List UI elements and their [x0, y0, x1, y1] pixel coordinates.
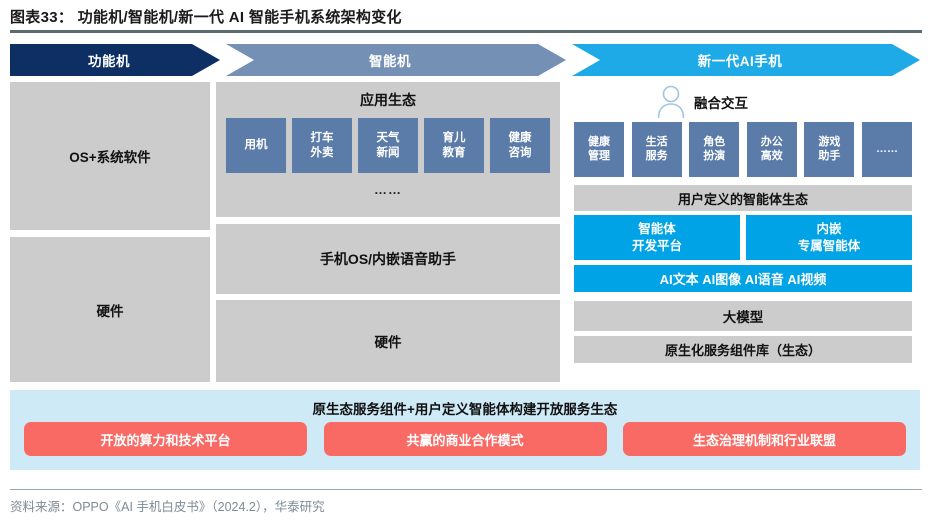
open-ecosystem-pill-row: 开放的算力和技术平台 共赢的商业合作模式 生态治理机制和行业联盟: [24, 422, 906, 456]
stage-label-feature-phone: 功能机: [88, 54, 130, 69]
source-note: 资料来源：OPPO《AI 手机白皮书》（2024.2），华泰研究: [10, 500, 325, 514]
app-ecosystem-ellipsis: ……: [374, 182, 402, 197]
fusion-interaction-group: 融合交互: [656, 82, 748, 122]
ai-capability-layer: AI文本 AI图像 AI语音 AI视频: [574, 265, 912, 292]
app-tile: 天气 新闻: [358, 118, 418, 173]
agent-tile-row: 健康 管理 生活 服务 角色 扮演 办公 高效 游戏 助手: [574, 122, 912, 177]
app-tile-line1: 用机: [244, 139, 268, 152]
column-smart-phone: 应用生态 用机 打车 外卖 天气 新闻 育儿: [216, 82, 560, 382]
agent-tile-line2: 管理: [588, 149, 610, 162]
native-component-layer: 原生化服务组件库（生态）: [574, 336, 912, 363]
ecosystem-pill: 生态治理机制和行业联盟: [623, 422, 906, 456]
agent-tile: 健康 管理: [574, 122, 624, 177]
feature-hardware-block: 硬件: [10, 237, 210, 382]
agent-dev-platform-line1: 智能体: [638, 222, 676, 237]
agent-tile-line1: 办公: [760, 135, 783, 148]
agent-tile-line1: 生活: [645, 135, 668, 148]
agent-tile-line1: 游戏: [818, 135, 841, 148]
stage-chevron-ai-phone: 新一代AI手机: [572, 44, 920, 76]
app-tile-line2: 教育: [442, 146, 466, 159]
stage-banner: 功能机 智能机 新一代AI手机: [10, 44, 920, 76]
app-ecosystem-panel: 应用生态 用机 打车 外卖 天气 新闻 育儿: [216, 82, 560, 217]
footer-divider: [10, 489, 922, 490]
agent-dev-platform-line2: 开发平台: [631, 238, 682, 253]
agent-tile-line2: 高效: [760, 149, 783, 162]
app-tile-line1: 育儿: [442, 132, 466, 145]
agent-tile-line2: 扮演: [703, 149, 726, 162]
agent-tile-line2: 助手: [818, 149, 841, 162]
agent-tile-line1: 角色: [703, 135, 726, 148]
architecture-columns: OS+系统软件 硬件 应用生态 用机 打车 外卖 天气: [10, 82, 920, 382]
open-ecosystem-panel: 原生态服务组件+用户定义智能体构建开放服务生态 开放的算力和技术平台 共赢的商业…: [10, 390, 920, 470]
app-tile-line1: 健康: [508, 132, 532, 145]
agent-dev-platform-block: 智能体 开发平台: [574, 215, 740, 260]
app-tile-line2: 咨询: [508, 146, 532, 159]
page-title: 图表33： 功能机/智能机/新一代 AI 智能手机系统架构变化: [10, 8, 402, 26]
open-ecosystem-header: 原生态服务组件+用户定义智能体构建开放服务生态: [312, 402, 618, 417]
agent-tile-line1: 健康: [588, 135, 610, 148]
agent-tile-line2: 服务: [645, 149, 668, 162]
app-tile: 育儿 教育: [424, 118, 484, 173]
smart-os-block: 手机OS/内嵌语音助手: [216, 224, 560, 294]
agent-tile-more: ……: [861, 122, 912, 177]
stage-chevron-smart-phone: 智能机: [226, 44, 566, 76]
smart-hardware-block: 硬件: [216, 300, 560, 382]
app-tile-line2: 外卖: [310, 146, 334, 159]
embedded-agent-line2: 专属智能体: [797, 238, 861, 253]
agent-tile: 角色 扮演: [689, 122, 740, 177]
title-divider: [10, 30, 922, 33]
app-tile-line1: 打车: [310, 132, 334, 145]
app-tile-line2: 新闻: [376, 146, 400, 159]
person-icon: [657, 85, 685, 119]
ecosystem-pill: 开放的算力和技术平台: [24, 422, 307, 456]
stage-label-ai-phone: 新一代AI手机: [697, 54, 783, 69]
app-tile-line1: 天气: [376, 132, 400, 145]
column-ai-phone: 融合交互 健康 管理 生活 服务 角色 扮演 办公 高效: [566, 82, 920, 382]
big-model-layer: 大模型: [574, 301, 912, 331]
feature-os-block: OS+系统软件: [10, 82, 210, 230]
app-tile: 打车 外卖: [292, 118, 352, 173]
embedded-agent-line1: 内嵌: [816, 222, 842, 237]
agent-tile: 生活 服务: [631, 122, 682, 177]
stage-label-smart-phone: 智能机: [369, 54, 411, 69]
app-tile: 用机: [226, 118, 286, 173]
agent-platform-row: 智能体 开发平台 内嵌 专属智能体: [574, 215, 912, 260]
stage-chevron-feature-phone: 功能机: [10, 44, 220, 76]
agent-tile-line1: ……: [875, 142, 898, 155]
app-tile: 健康 咨询: [490, 118, 550, 173]
agent-tile: 办公 高效: [746, 122, 797, 177]
agent-tile: 游戏 助手: [804, 122, 855, 177]
embedded-agent-block: 内嵌 专属智能体: [746, 215, 912, 260]
ecosystem-pill: 共赢的商业合作模式: [323, 422, 607, 456]
user-defined-agent-layer: 用户定义的智能体生态: [574, 185, 912, 211]
fusion-interaction-label: 融合交互: [694, 96, 748, 111]
column-feature-phone: OS+系统软件 硬件: [10, 82, 210, 382]
app-tile-row: 用机 打车 外卖 天气 新闻 育儿 教育: [226, 118, 550, 173]
app-ecosystem-header: 应用生态: [360, 92, 416, 108]
figure-title-row: 图表33： 功能机/智能机/新一代 AI 智能手机系统架构变化: [10, 4, 922, 28]
